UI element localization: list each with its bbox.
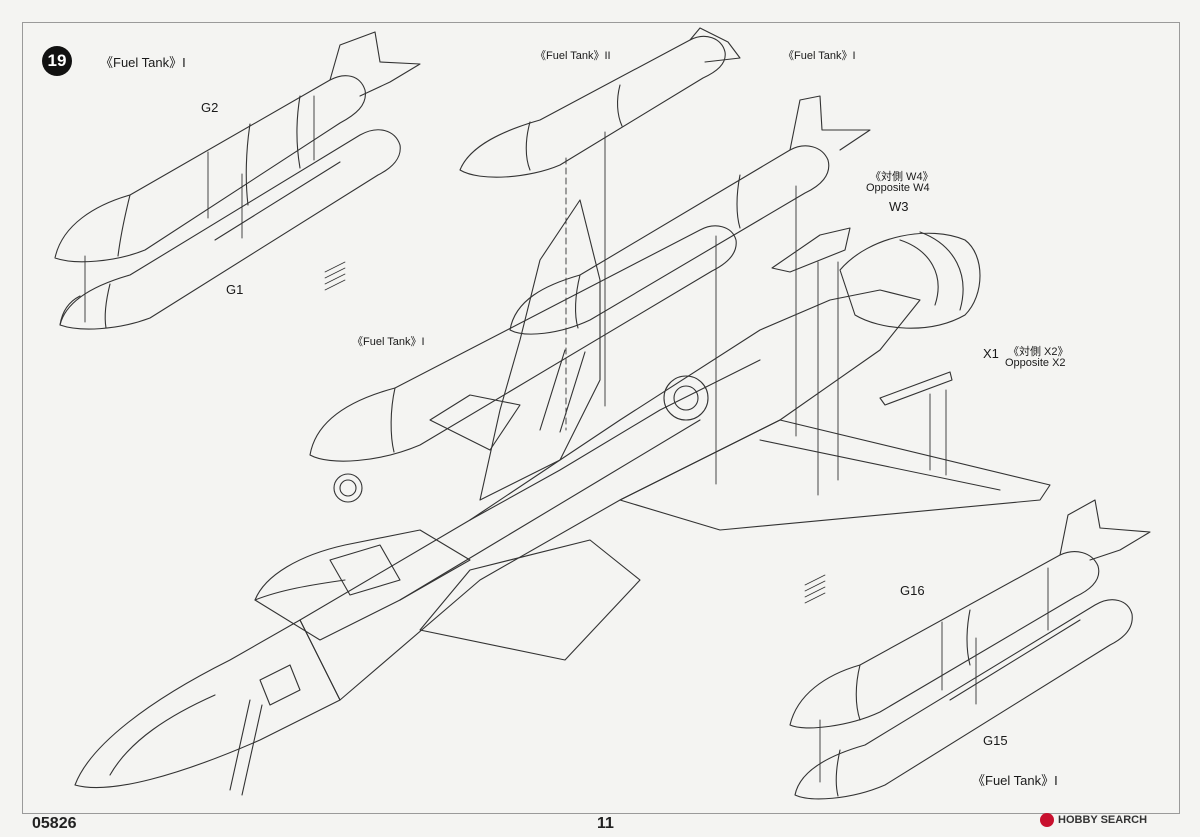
label-part-g1: G1 — [226, 282, 244, 297]
label-fuel-tank-ii: 《Fuel Tank》II — [535, 50, 611, 62]
page-number: 11 — [597, 815, 614, 832]
label-fuel-tank-i-bottom-right: 《Fuel Tank》I — [972, 773, 1058, 788]
fuel-tank-g15-half — [794, 599, 1133, 800]
label-part-g15: G15 — [983, 733, 1008, 748]
fuel-tank-i-mid — [309, 225, 737, 462]
label-w4-cjk: 《対側 W4》 — [870, 171, 934, 183]
fuel-tank-i-right — [509, 95, 871, 335]
part-w3 — [771, 227, 851, 273]
label-part-g2: G2 — [201, 100, 219, 115]
page-frame — [22, 22, 1180, 814]
watermark-logo-icon — [1040, 813, 1054, 827]
fuel-tank-g2-half — [54, 31, 421, 263]
fuel-tank-g16-half — [789, 499, 1151, 729]
arrow-marker-left — [324, 261, 346, 291]
aircraft-fuselage — [74, 199, 1051, 796]
label-fuel-tank-i-top-right: 《Fuel Tank》I — [783, 50, 856, 62]
label-fuel-tank-i-mid-left: 《Fuel Tank》I — [352, 336, 425, 348]
label-part-w3: W3 — [889, 199, 909, 214]
step-number-badge: 19 — [42, 46, 72, 76]
fuel-tank-g1-half — [59, 129, 401, 330]
watermark-text: HOBBY SEARCH — [1058, 814, 1148, 826]
label-x2-cjk: 《対側 X2》 — [1008, 346, 1069, 358]
label-part-x1: X1 — [983, 346, 999, 361]
label-opposite-w4: Opposite W4 — [866, 182, 930, 194]
watermark: HOBBY SEARCH — [1040, 813, 1147, 827]
label-part-g16: G16 — [900, 583, 925, 598]
arrow-marker-right — [804, 574, 826, 604]
fuel-tank-ii — [459, 27, 741, 178]
label-opposite-x2: Opposite X2 — [1005, 357, 1066, 369]
part-x1 — [879, 371, 953, 406]
label-fuel-tank-i-top-left: 《Fuel Tank》I — [100, 55, 186, 70]
product-code: 05826 — [32, 815, 77, 832]
